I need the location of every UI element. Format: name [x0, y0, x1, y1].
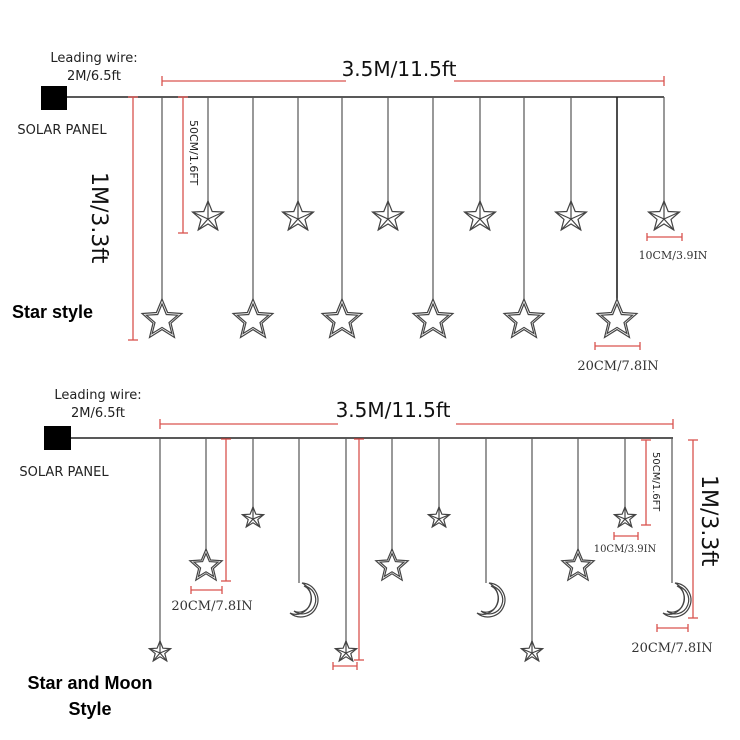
small-star-size-label: 10CM/3.9IN	[639, 249, 708, 262]
small-star-icon	[647, 200, 681, 231]
large-star-icon	[596, 298, 638, 339]
star-and-moon-style-diagram: Leading wire: 2M/6.5ft SOLAR PANEL 3.5M/…	[19, 388, 721, 719]
moon-icon	[289, 582, 319, 618]
large-star-icon	[321, 298, 363, 339]
leading-wire-value: 2M/6.5ft	[67, 69, 121, 84]
height-label: 1M/3.3ft	[86, 172, 111, 264]
moon-icon	[476, 582, 506, 618]
leading-wire-label: Leading wire:	[54, 388, 141, 403]
large-star-icon	[141, 298, 183, 339]
large-star-icon	[232, 298, 274, 339]
short-strands	[191, 97, 681, 231]
style-title-line1: Star and Moon	[28, 673, 153, 693]
tiny-star-icon	[520, 640, 544, 662]
small-star-icon	[281, 200, 315, 231]
height-label: 1M/3.3ft	[696, 475, 721, 567]
medium-star-icon	[189, 548, 223, 581]
moon-icon	[662, 582, 692, 618]
small-star-icon	[371, 200, 405, 231]
leading-wire-label: Leading wire:	[50, 51, 137, 66]
solar-panel-label: SOLAR PANEL	[19, 465, 109, 480]
solar-panel-label: SOLAR PANEL	[17, 123, 107, 138]
strands	[148, 438, 692, 662]
medium-star-icon	[375, 548, 409, 581]
large-star-icon	[503, 298, 545, 339]
leading-wire-value: 2M/6.5ft	[71, 406, 125, 421]
tiny-star-icon	[427, 506, 451, 528]
large-star-icon	[412, 298, 454, 339]
large-star-size-label-right: 20CM/7.8IN	[631, 641, 712, 656]
short-strand-label: 50CM/1.6FT	[650, 452, 661, 512]
star-style-diagram: Leading wire: 2M/6.5ft SOLAR PANEL 3.5M/…	[12, 51, 708, 374]
style-title: Star style	[12, 302, 93, 322]
small-star-icon	[554, 200, 588, 231]
tiny-star-icon	[334, 640, 358, 662]
short-strand-label: 50CM/1.6FT	[187, 120, 200, 186]
tiny-star-icon	[148, 640, 172, 662]
small-star-size-label: 10CM/3.9IN	[594, 544, 657, 555]
small-star-icon	[191, 200, 225, 231]
long-strands	[141, 97, 638, 339]
solar-panel-icon	[44, 426, 71, 450]
width-label: 3.5M/11.5ft	[342, 57, 457, 81]
medium-star-icon	[561, 548, 595, 581]
large-star-size-label-left: 20CM/7.8IN	[171, 599, 252, 614]
tiny-star-icon	[613, 506, 637, 528]
solar-panel-icon	[41, 86, 67, 110]
small-star-icon	[463, 200, 497, 231]
tiny-star-icon	[241, 506, 265, 528]
large-star-size-label: 20CM/7.8IN	[577, 359, 658, 374]
style-title-line2: Style	[68, 699, 111, 719]
width-label: 3.5M/11.5ft	[336, 398, 451, 422]
